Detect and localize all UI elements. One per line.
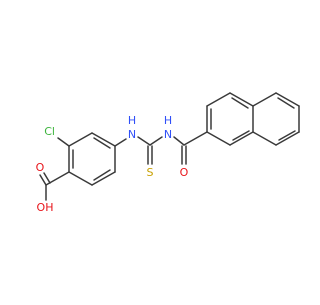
chlorine-atom-label: Cl [44,125,55,138]
sulfur-atom-label: S [147,166,154,179]
bond-n-c [137,136,151,146]
bond [252,92,277,107]
bond [91,171,116,186]
bond [275,131,300,146]
nitrogen-atom-label-1: N [128,128,136,141]
bond [252,131,277,146]
bond [68,171,93,186]
bond [229,131,254,146]
bond-c-cl [57,137,70,147]
double-bond [277,97,295,109]
carboxylic-acid-group [39,171,70,201]
bond-c-n [114,138,127,147]
hydroxyl-label: OH [37,201,54,214]
nitrogen-atom-label-2: N [164,128,172,141]
bond [229,92,254,107]
naphthalene-ring [206,92,300,146]
structure-canvas: Cl H N H N S O O OH [36,92,300,214]
amide-carbonyl [181,131,208,165]
bond [206,92,231,107]
bond-c-o-double [43,172,51,184]
bond-c-n [149,136,163,146]
bond-c-o-double [39,174,47,186]
nh-hydrogen-label-2: H [164,114,172,127]
double-bond [93,137,111,149]
benzoic-acid-ring [68,132,116,186]
thiourea-linker [114,136,185,165]
molecule-drawing: Cl H N H N S O O OH [36,92,300,214]
nh-hydrogen-label-1: H [128,114,136,127]
double-bond [93,169,111,181]
bond [91,132,116,147]
double-bond [232,130,250,141]
bond-c-naphthyl [183,131,208,146]
double-bond [278,130,296,141]
bond [206,131,231,146]
acid-carbonyl-oxygen-label: O [36,161,45,174]
amide-oxygen-label: O [180,166,189,179]
bond [275,92,300,107]
bond-n-c [173,136,185,146]
double-bond [231,97,249,109]
bond [68,132,93,147]
